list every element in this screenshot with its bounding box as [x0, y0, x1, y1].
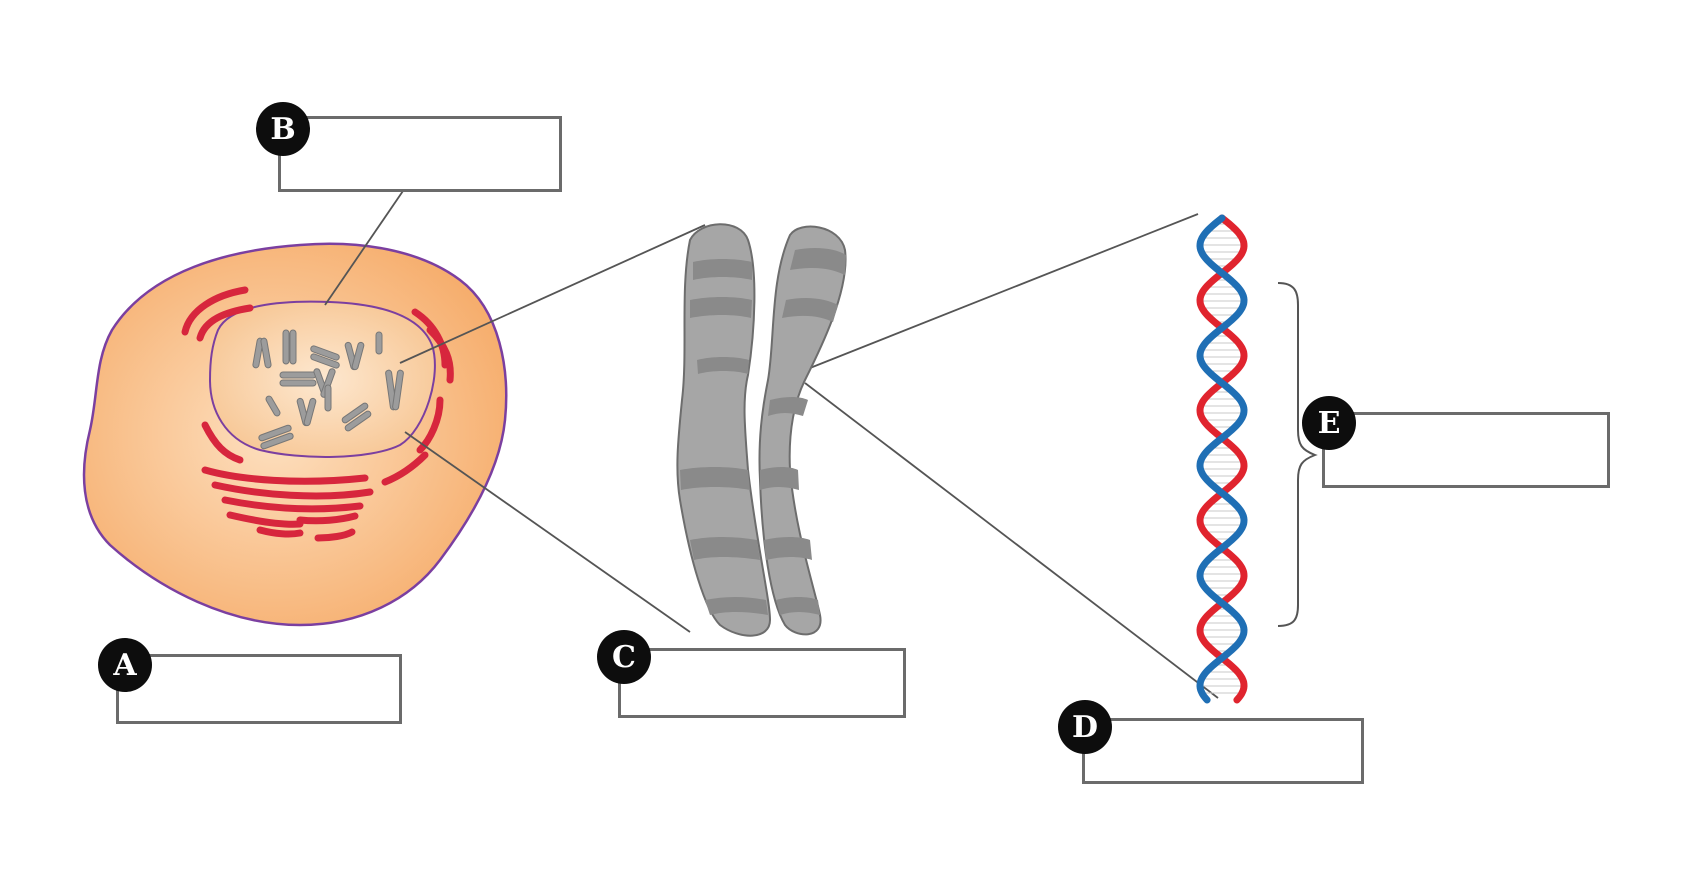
connector-lines — [324, 187, 1219, 699]
marker-a: A — [98, 638, 152, 692]
marker-c: C — [597, 630, 651, 684]
dna-strand-blue — [1196, 214, 1248, 704]
brace — [1277, 282, 1318, 627]
nucleus-chromosomes — [252, 329, 404, 450]
dna-strand-red — [1196, 214, 1248, 704]
endoplasmic-reticulum — [181, 286, 454, 542]
label-box-d[interactable] — [1082, 718, 1364, 784]
dna-double-helix — [1196, 214, 1248, 704]
marker-e: E — [1302, 396, 1356, 450]
marker-b: B — [256, 102, 310, 156]
label-box-c[interactable] — [618, 648, 906, 718]
label-box-b[interactable] — [278, 116, 562, 192]
label-box-a[interactable] — [116, 654, 402, 724]
label-box-e[interactable] — [1322, 412, 1610, 488]
marker-d: D — [1058, 700, 1112, 754]
chromosome — [676, 223, 847, 637]
chromosome-bands — [680, 247, 846, 615]
